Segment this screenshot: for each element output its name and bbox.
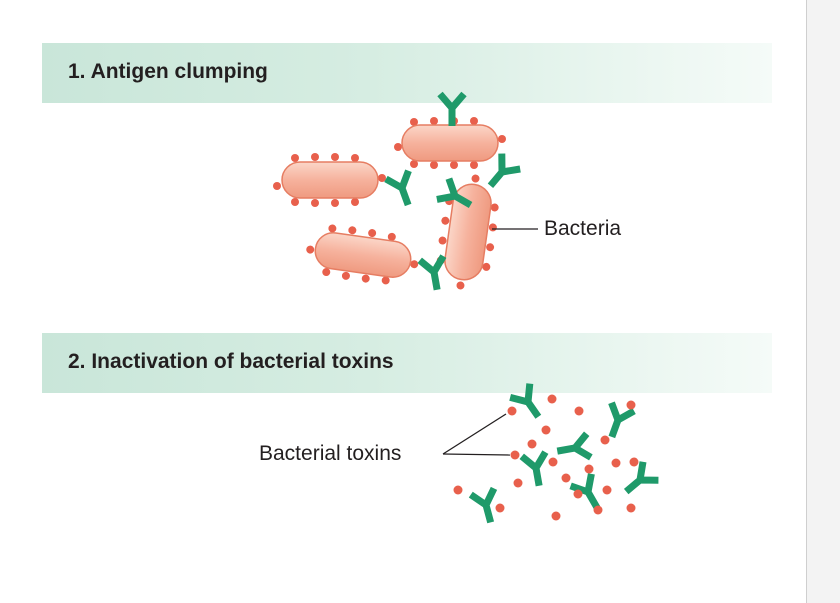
section-banner-antigen-clumping: 1. Antigen clumping — [42, 43, 772, 103]
bacterial-toxins-label: Bacterial toxins — [259, 442, 402, 465]
toxins-leader-lines — [442, 413, 511, 456]
toxin-dot-icon — [453, 394, 639, 521]
section-title: 2. Inactivation of bacterial toxins — [68, 350, 394, 373]
bacterium-icon — [436, 174, 499, 290]
section-banner-toxin-inactivation: 2. Inactivation of bacterial toxins — [42, 333, 772, 393]
bacterium-icon — [306, 224, 419, 285]
section-title: 1. Antigen clumping — [68, 60, 268, 83]
bacterium-icon — [273, 153, 386, 207]
bacterium-icon — [394, 117, 506, 169]
bacteria-label: Bacteria — [544, 217, 622, 240]
scroll-panel[interactable] — [806, 0, 840, 603]
